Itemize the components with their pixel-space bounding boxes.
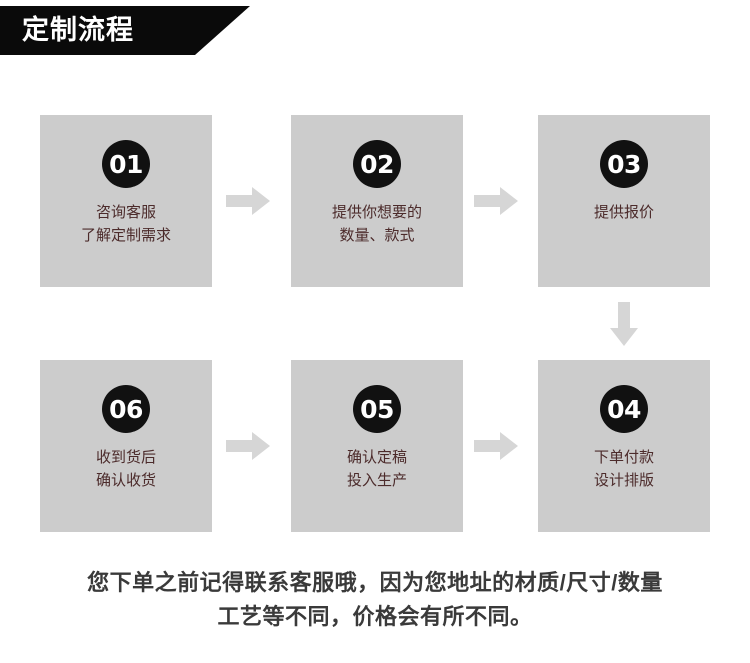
step-label-03: 提供报价	[593, 204, 654, 221]
arrow-right-icon-01-to-02	[226, 186, 270, 216]
arrow-right-icon-02-to-03	[474, 186, 518, 216]
flow-step-02: 02 提供你想要的 数量、款式	[291, 115, 463, 287]
step-number-badge-03: 03	[600, 140, 648, 188]
page-title: 定制流程	[22, 15, 134, 45]
step-number-badge-02: 02	[353, 140, 401, 188]
step-label-02: 提供你想要的 数量、款式	[331, 204, 422, 244]
flow-step-03: 03 提供报价	[538, 115, 710, 287]
step-number-badge-01: 01	[102, 140, 150, 188]
flow-step-01: 01 咨询客服 了解定制需求	[40, 115, 212, 287]
arrow-right-icon-04-to-05	[474, 431, 518, 461]
arrow-right-icon-05-to-06	[226, 431, 270, 461]
step-number-badge-04: 04	[600, 385, 648, 433]
step-label-05: 确认定稿 投入生产	[346, 449, 407, 489]
step-label-06: 收到货后 确认收货	[95, 449, 156, 489]
step-number-badge-06: 06	[102, 385, 150, 433]
footer-note: 您下单之前记得联系客服哦，因为您地址的材质/尺寸/数量 工艺等不同，价格会有所不…	[87, 570, 663, 630]
flow-step-05: 05 确认定稿 投入生产	[291, 360, 463, 532]
step-number-badge-05: 05	[353, 385, 401, 433]
section-header-banner: 定制流程	[0, 6, 250, 55]
flow-step-06: 06 收到货后 确认收货	[40, 360, 212, 532]
step-label-01: 咨询客服 了解定制需求	[80, 204, 171, 244]
arrow-down-icon-03-to-04	[609, 302, 639, 346]
flow-step-04: 04 下单付款 设计排版	[538, 360, 710, 532]
step-label-04: 下单付款 设计排版	[593, 449, 654, 489]
